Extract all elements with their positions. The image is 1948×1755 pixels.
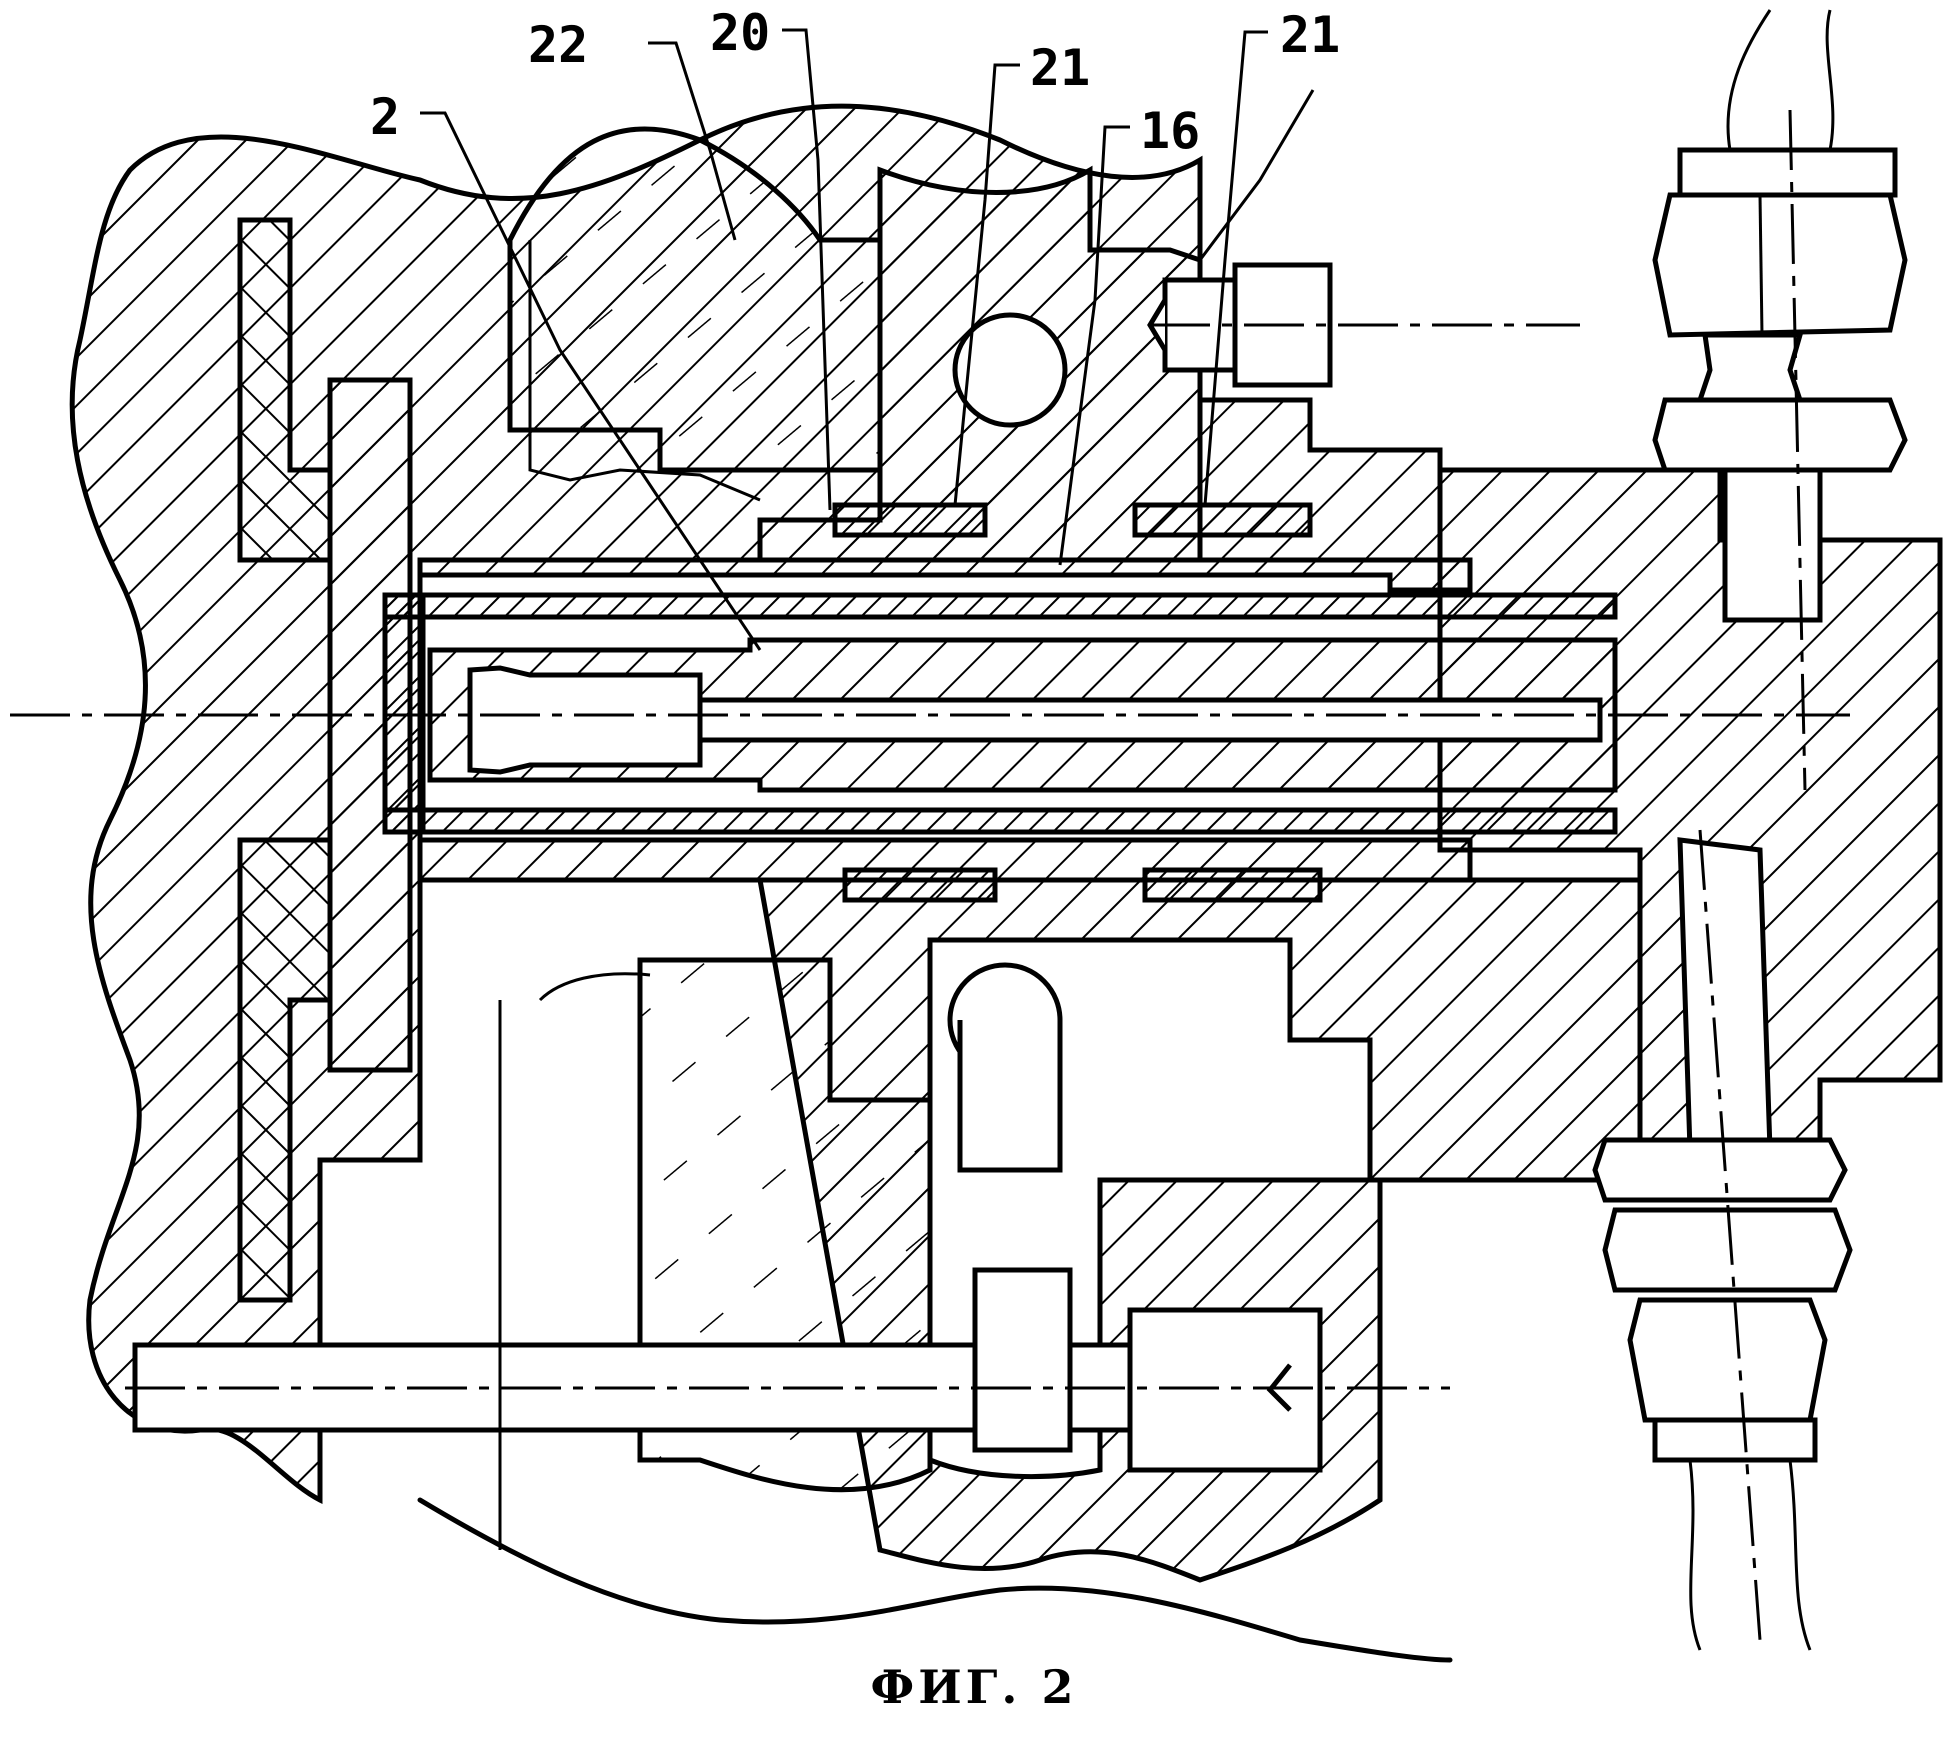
lower-nut-base (1652, 1417, 1818, 1463)
callout-label-22: 22 (528, 16, 588, 74)
outer-sleeve-upper (382, 592, 1618, 620)
ball-upper (952, 312, 1068, 428)
fitting-mid-nut (1652, 397, 1908, 473)
wire-upper (528, 240, 761, 502)
fitting-top-flat (1677, 147, 1898, 198)
outer-sleeve-lower (382, 807, 1618, 835)
boundary-lower (417, 1497, 1453, 1663)
main-housing-lower (757, 877, 1643, 1583)
seal-ring-21-lower (1142, 867, 1323, 903)
insulating-sleeve-16 (417, 557, 1473, 593)
lower-nut-2 (1602, 1207, 1853, 1293)
rod-cavity (467, 665, 703, 775)
seal-ring-20-lower (842, 867, 998, 903)
fitting-top-nut (1652, 192, 1908, 338)
callout-label-2: 2 (370, 88, 400, 146)
leader-21a (953, 63, 1020, 506)
rod-bore (697, 697, 1603, 743)
fitting-neck (1696, 332, 1804, 403)
lower-nut-1 (1592, 1137, 1848, 1203)
fitting-stem-upper (1722, 467, 1823, 623)
callout-label-20: 20 (710, 4, 770, 62)
lower-pin (972, 1267, 1073, 1453)
leader-20 (782, 28, 832, 511)
left-wall-web (327, 377, 413, 1073)
angled-stem (1677, 837, 1773, 1153)
seal-ring-20-upper (832, 502, 988, 538)
seal-ring-21-upper (1132, 502, 1313, 538)
leader-2 (420, 111, 762, 651)
leader-16 (1058, 125, 1130, 566)
wire-lower (498, 972, 651, 1550)
leader-21b (1203, 30, 1268, 506)
lower-shaft-block (1127, 1307, 1323, 1473)
ball-lower-channel (957, 1020, 1063, 1173)
callout-label-16: 16 (1140, 102, 1200, 160)
lower-nut-3 (1627, 1297, 1828, 1423)
fitting-axis-lower (1698, 829, 1762, 1641)
callout-label-21a: 21 (1030, 39, 1090, 97)
upper-bolt-head (1232, 262, 1333, 388)
fitting-pipe-top (1726, 9, 1835, 151)
figure-caption: ФИГ. 2 (870, 1660, 1078, 1714)
fitting-axis-upper (1788, 109, 1807, 791)
leader-22 (648, 41, 737, 241)
leader-extra (1198, 89, 1315, 261)
fitting-pipe-bottom (1688, 1459, 1812, 1651)
callout-label-21b: 21 (1280, 6, 1340, 64)
